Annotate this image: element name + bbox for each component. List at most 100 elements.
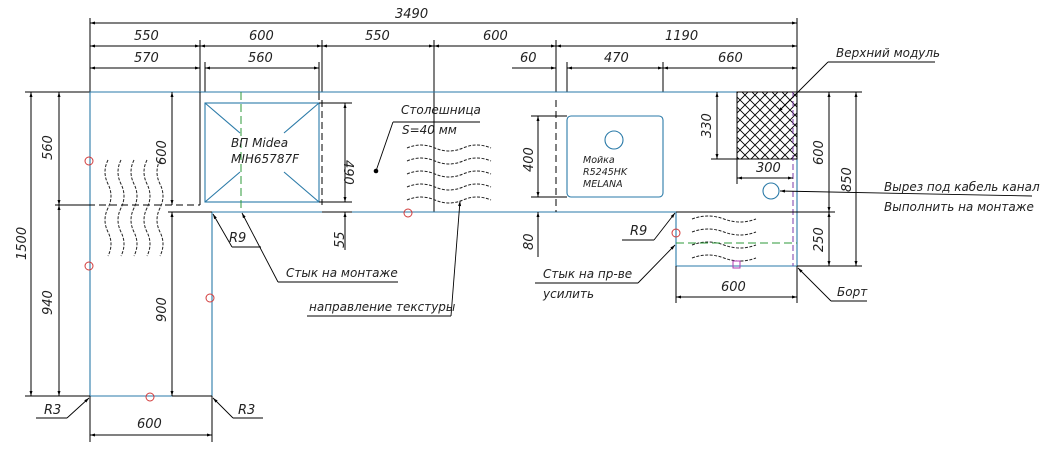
leader-line xyxy=(375,121,394,172)
dim-560: 560 xyxy=(248,51,273,66)
leader-line xyxy=(779,189,1033,197)
hob-cutout: ВП Midea MIH65787F 490 55 xyxy=(204,92,355,250)
texture-wave xyxy=(156,159,164,257)
hob-label-1: ВП Midea xyxy=(231,136,288,150)
sink-drain-icon xyxy=(604,130,624,150)
texture-wave xyxy=(104,159,112,257)
dim-570: 570 xyxy=(134,51,159,66)
right-dimensions: 600 250 850 xyxy=(676,91,862,267)
cable-cutout-icon xyxy=(762,182,780,200)
cable-cutout-label-1: Вырез под кабель канал xyxy=(884,180,1040,194)
leader-line xyxy=(212,397,234,419)
hob-diagonal xyxy=(283,102,320,134)
dim-600-bottom: 600 xyxy=(137,417,162,432)
countertop-outline xyxy=(25,91,798,397)
edge-marker-icon xyxy=(84,261,94,271)
texture-wave xyxy=(143,159,151,257)
upper-module-label: Верхний модуль xyxy=(836,46,940,60)
countertop-callout: Столешница S=40 мм xyxy=(373,103,481,174)
edge-marker-icon xyxy=(84,156,94,166)
joint-callouts: R9 Стык на монтаже направление текстуры … xyxy=(212,200,676,317)
dim-550-b: 550 xyxy=(365,29,390,44)
dim-490: 490 xyxy=(340,160,355,185)
texture-wave xyxy=(406,196,492,204)
left-dimensions: 1500 560 940 600 900 xyxy=(15,92,212,397)
texture-wave xyxy=(406,157,492,165)
hob-diagonal xyxy=(204,102,241,134)
upper-module: 330 300 Верхний модуль xyxy=(700,46,940,266)
leader-line xyxy=(653,212,676,241)
leader-line xyxy=(797,267,832,302)
leader-line xyxy=(450,200,462,317)
countertop-label-2: S=40 мм xyxy=(402,123,457,137)
texture-wave xyxy=(406,144,492,152)
radius-r9-right: R9 xyxy=(630,224,647,239)
radius-r9-left: R9 xyxy=(229,231,246,246)
dim-900: 900 xyxy=(155,297,170,322)
radius-r3-right: R3 xyxy=(238,403,255,418)
joint-production-label-1: Стык на пр-ве xyxy=(543,267,632,281)
dim-400: 400 xyxy=(522,147,537,172)
leader-line xyxy=(637,244,676,284)
texture-direction-label: направление текстуры xyxy=(309,300,455,314)
texture-wave xyxy=(130,159,138,257)
edge-label: Борт xyxy=(837,285,868,299)
dim-660: 660 xyxy=(718,51,743,66)
edge-marker-icon xyxy=(145,392,155,402)
leader-dot xyxy=(373,168,379,174)
joint-production-label-2: усилить xyxy=(542,287,594,301)
countertop-shape xyxy=(89,91,798,397)
texture-wave xyxy=(117,159,125,257)
dim-1190: 1190 xyxy=(665,29,698,44)
bottom-dimensions: 600 R3 R3 xyxy=(36,396,263,442)
dim-470: 470 xyxy=(604,51,629,66)
countertop-label-1: Столешница xyxy=(401,103,481,117)
dim-60: 60 xyxy=(520,51,537,66)
edge-marker-icon xyxy=(671,228,681,238)
dim-1500: 1500 xyxy=(15,227,30,260)
hob-diagonal xyxy=(283,171,320,203)
texture-wave xyxy=(691,228,757,236)
dim-300: 300 xyxy=(756,161,781,176)
dim-600-a: 600 xyxy=(249,29,274,44)
dim-80: 80 xyxy=(522,233,537,250)
hob-label-2: MIH65787F xyxy=(231,152,300,166)
dim-330: 330 xyxy=(700,113,715,138)
leader-line xyxy=(777,61,829,113)
right-extension: 600 Борт xyxy=(675,242,868,303)
edge-marker-icon xyxy=(403,208,413,218)
dim-600-inner: 600 xyxy=(155,140,170,165)
edge-markers xyxy=(84,156,681,402)
edge-marker-icon xyxy=(732,260,741,269)
texture-waves xyxy=(104,144,757,262)
dim-850: 850 xyxy=(840,167,855,192)
leader-line xyxy=(212,213,233,248)
texture-wave xyxy=(691,254,757,262)
top-dimensions: 3490 550 600 550 600 1190 570 560 60 470… xyxy=(89,7,798,212)
radius-r3-left: R3 xyxy=(44,403,61,418)
sink: Мойка R5245HK MELANA 400 80 xyxy=(522,100,664,257)
hob-diagonal xyxy=(204,171,241,203)
edge-marker-icon xyxy=(205,293,215,303)
dim-600-right: 600 xyxy=(812,140,827,165)
dim-940: 940 xyxy=(41,290,56,315)
dim-55: 55 xyxy=(333,231,348,248)
texture-wave xyxy=(406,183,492,191)
dim-600-b: 600 xyxy=(483,29,508,44)
dim-560-left: 560 xyxy=(41,135,56,160)
sink-label-1: Мойка xyxy=(583,155,615,166)
sink-label-3: MELANA xyxy=(583,179,623,190)
leader-line xyxy=(241,212,279,283)
dim-250: 250 xyxy=(812,227,827,252)
sink-outline xyxy=(566,115,664,198)
dim-550-a: 550 xyxy=(134,29,159,44)
sink-label-2: R5245HK xyxy=(583,167,628,178)
cable-cutout-label-2: Выполнить на монтаже xyxy=(884,200,1034,214)
texture-wave xyxy=(406,170,492,178)
texture-wave xyxy=(691,215,757,223)
hob-outline xyxy=(204,102,320,203)
cable-cutout: Вырез под кабель канал Выполнить на монт… xyxy=(762,180,1040,214)
leader-line xyxy=(66,397,90,419)
dim-overall: 3490 xyxy=(395,7,428,22)
